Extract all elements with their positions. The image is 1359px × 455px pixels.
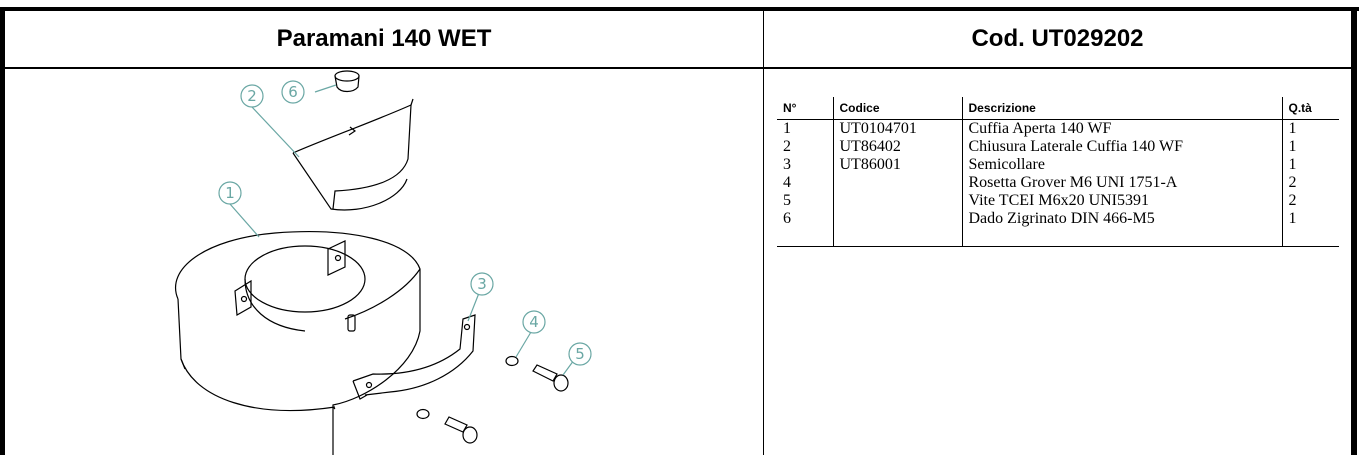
parts-table-container: N° Codice Descrizione Q.tà 1 UT0104701 C… — [777, 97, 1339, 247]
table-row: 2 UT86402 Chiusura Laterale Cuffia 140 W… — [777, 138, 1339, 156]
callout-3: 3 — [477, 275, 487, 293]
row-code: UT86001 — [832, 156, 962, 174]
guard-shell-part — [175, 231, 421, 455]
row-description — [961, 228, 1282, 247]
row-code: UT86402 — [832, 138, 962, 156]
row-code — [832, 228, 962, 247]
row-number: 6 — [783, 210, 791, 227]
callout-5: 5 — [575, 345, 585, 363]
table-row: 1 UT0104701 Cuffia Aperta 140 WF 1 — [777, 119, 1339, 138]
row-description: Semicollare — [961, 156, 1282, 174]
row-number: 2 — [783, 138, 791, 155]
half-collar-part — [352, 314, 476, 400]
row-number: 1 — [783, 120, 791, 137]
row-number — [777, 228, 833, 247]
frame-right-border — [1351, 7, 1357, 455]
knurled-nut-part — [334, 70, 360, 93]
callout-6: 6 — [288, 83, 298, 101]
frame-top-border — [0, 7, 1359, 11]
row-number: 5 — [783, 192, 791, 209]
col-header-description: Descrizione — [961, 97, 1282, 120]
frame-left-border — [0, 7, 5, 455]
row-description: Vite TCEI M6x20 UNI5391 — [961, 192, 1282, 210]
row-description: Dado Zigrinato DIN 466-M5 — [961, 210, 1282, 228]
row-code — [832, 174, 962, 192]
column-divider — [763, 11, 764, 455]
col-header-number: N° — [777, 97, 833, 120]
screw-part — [444, 364, 569, 444]
row-quantity: 1 — [1281, 138, 1339, 156]
row-quantity: 2 — [1281, 192, 1339, 210]
row-code — [832, 192, 962, 210]
row-number: 3 — [783, 156, 791, 173]
row-quantity: 2 — [1281, 174, 1339, 192]
col-header-code: Codice — [832, 97, 962, 120]
header-divider — [5, 67, 1351, 69]
table-row: 4 Rosetta Grover M6 UNI 1751-A 2 — [777, 174, 1339, 192]
callout-1: 1 — [225, 184, 235, 202]
row-description: Chiusura Laterale Cuffia 140 WF — [961, 138, 1282, 156]
col-header-quantity: Q.tà — [1281, 97, 1339, 120]
row-number: 4 — [783, 174, 791, 191]
row-code: UT0104701 — [832, 119, 962, 138]
table-row: 3 UT86001 Semicollare 1 — [777, 156, 1339, 174]
row-code — [832, 210, 962, 228]
product-title: Paramani 140 WET — [276, 25, 492, 52]
callout-4: 4 — [529, 313, 539, 331]
side-closure-part — [292, 98, 414, 211]
row-quantity: 1 — [1281, 210, 1339, 228]
parts-table: N° Codice Descrizione Q.tà 1 UT0104701 C… — [777, 97, 1339, 247]
row-quantity: 1 — [1281, 119, 1339, 138]
exploded-drawing-svg: 1 2 3 4 5 6 — [175, 70, 592, 455]
row-quantity — [1281, 228, 1339, 247]
row-quantity: 1 — [1281, 156, 1339, 174]
row-description: Rosetta Grover M6 UNI 1751-A — [961, 174, 1282, 192]
product-code: Cod. UT029202 — [971, 25, 1144, 52]
table-row: 6 Dado Zigrinato DIN 466-M5 1 — [777, 210, 1339, 228]
grover-washer-part — [416, 355, 519, 420]
row-description: Cuffia Aperta 140 WF — [961, 119, 1282, 138]
callout-2: 2 — [247, 87, 257, 105]
table-row: 5 Vite TCEI M6x20 UNI5391 2 — [777, 192, 1339, 210]
exploded-drawing: 1 2 3 4 5 6 — [5, 69, 763, 455]
callout-group — [218, 80, 592, 376]
table-row-empty — [777, 228, 1339, 247]
parts-table-header: N° Codice Descrizione Q.tà — [777, 97, 1339, 120]
